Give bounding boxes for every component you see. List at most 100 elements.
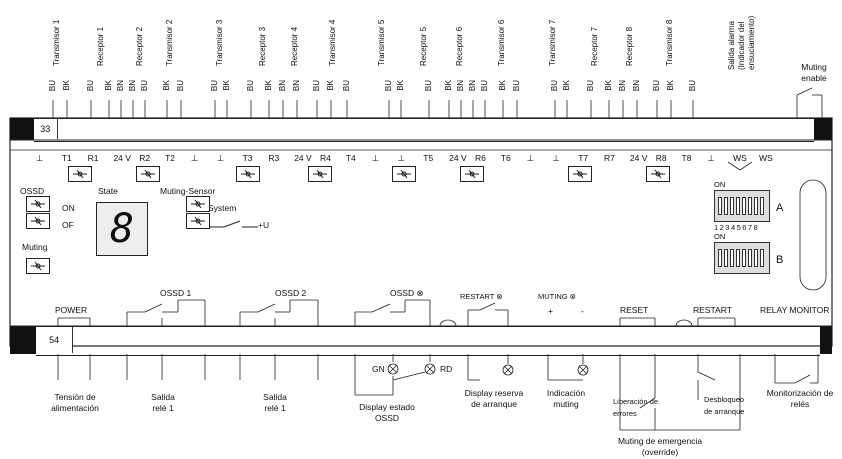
dip-switch-lever[interactable] — [748, 249, 752, 267]
wire-color-label: BK — [162, 80, 171, 91]
dip-switch-lever[interactable] — [730, 197, 734, 215]
wire-label: Transmisor 3 — [215, 19, 224, 66]
dip-switch-lever[interactable] — [724, 197, 728, 215]
dip-switch-lever[interactable] — [742, 197, 746, 215]
wire-color-label: BU — [342, 80, 351, 92]
desbloqueo-label: Desbloqueo de arranque — [704, 395, 745, 416]
reset-header: RESET — [620, 305, 649, 315]
wire-color-label: BU — [140, 80, 149, 92]
terminal-sublabel: T2 — [165, 153, 176, 163]
wire-color-label: BK — [498, 80, 507, 91]
dip-switch-lever[interactable] — [718, 249, 722, 267]
ossd3-header: OSSD ⊗ — [390, 288, 424, 298]
dip-switch-a[interactable] — [714, 190, 770, 222]
notch-icon — [439, 319, 457, 327]
wire-color-label: BU — [176, 80, 185, 92]
terminal-sublabel: T5 — [423, 153, 434, 163]
terminal-sublabel: T4 — [345, 153, 356, 163]
wire-label: Transmisor 8 — [665, 19, 674, 66]
dip-switch-lever[interactable] — [730, 249, 734, 267]
dip-switch-lever[interactable] — [724, 249, 728, 267]
wire-label: Transmisor 4 — [328, 19, 337, 66]
dip-b-label: B — [776, 254, 784, 266]
wire-color-label: BU — [688, 80, 697, 92]
wire-color-label: BU — [246, 80, 255, 92]
wire-color-label: BU — [550, 80, 559, 92]
wire-label: Receptor 2 — [135, 26, 144, 66]
sensor-symbol-icon — [460, 166, 484, 182]
terminal-sublabel: R3 — [268, 153, 280, 163]
muting-indicator-header: MUTING ⊗ — [538, 292, 576, 301]
wire-color-label: BU — [210, 80, 219, 92]
wire-color-label: BN — [456, 80, 465, 92]
sensor-symbol-icon — [236, 166, 260, 182]
terminal-sublabel: R6 — [474, 153, 486, 163]
terminal-sublabel: WS — [733, 153, 747, 163]
wire-color-label: BN — [292, 80, 301, 92]
dip-switch-lever[interactable] — [736, 249, 740, 267]
muting-emergencia-label: Muting de emergencia (override) — [617, 436, 703, 457]
wire-label: Receptor 8 — [625, 26, 634, 66]
dip-switch-b[interactable] — [714, 242, 770, 274]
dip-switch-lever[interactable] — [754, 249, 758, 267]
switch-symbol-icon — [210, 220, 258, 228]
terminal-sublabel: T3 — [242, 153, 253, 163]
wire-color-label: BN — [116, 80, 125, 92]
wire-label: Transmisor 5 — [377, 19, 386, 66]
wire-label: Receptor 6 — [455, 26, 464, 66]
terminal-sublabel: ⊥ — [397, 153, 405, 163]
monitorizacion-label: Monitorización de relés — [766, 388, 834, 409]
terminal-sublabel: 24 V — [449, 153, 467, 163]
dip-a-numbers: 1 2 3 4 5 6 7 8 — [714, 223, 758, 232]
wire-label: Salida alarma (Indicador del ensuciamien… — [727, 15, 756, 70]
display-ossd-label: Display estado OSSD — [359, 402, 415, 423]
wire-color-label: BU — [424, 80, 433, 92]
terminal-sublabel: ⊥ — [707, 153, 715, 163]
sensor-symbol-icon — [26, 258, 50, 274]
muting-label: Muting — [22, 242, 48, 252]
wire-color-label: BU — [480, 80, 489, 92]
wire-color-label: BK — [444, 80, 453, 91]
terminal-sublabel: ⊥ — [216, 153, 225, 163]
wire-color-label: BK — [222, 80, 231, 91]
terminal-54: 54 — [36, 327, 74, 353]
wire-color-label: BN — [468, 80, 477, 92]
wire-color-label: BU — [86, 80, 95, 92]
bottom-terminal-strip: 3435363738394041424344454647484950515253… — [36, 326, 820, 356]
wire-color-label: BU — [312, 80, 321, 92]
salida-rele-2-label: Salida relé 1 — [263, 392, 287, 413]
wire-color-label: BU — [586, 80, 595, 92]
salida-rele-1-label: Salida relé 1 — [151, 392, 175, 413]
dip-switch-lever[interactable] — [748, 197, 752, 215]
terminal-sublabel: R7 — [604, 153, 615, 163]
dip-switch-lever[interactable] — [718, 197, 722, 215]
dip-switch-lever[interactable] — [754, 197, 758, 215]
wire-color-label: BK — [666, 80, 675, 91]
wire-color-label: BU — [48, 80, 57, 92]
wire-label: Transmisor 6 — [497, 19, 506, 66]
dip-switch-lever[interactable] — [760, 197, 764, 215]
wire-color-label: BK — [104, 80, 113, 91]
dip-switch-lever[interactable] — [736, 197, 740, 215]
sensor-symbol-icon — [308, 166, 332, 182]
top-terminal-strip: 1234567891011121314151617181920212223242… — [34, 118, 814, 142]
sensor-symbol-icon — [568, 166, 592, 182]
state-display: 8 — [96, 202, 148, 256]
wire-label: Transmisor 7 — [548, 19, 557, 66]
display-reserva-label: Display reserva de arranque — [464, 388, 524, 409]
terminal-sublabel: 24 V — [294, 153, 312, 163]
terminal-sublabel: R1 — [87, 153, 99, 163]
terminal-sublabel: ⊥ — [190, 153, 199, 163]
ossd1-header: OSSD 1 — [160, 288, 192, 298]
terminal-sublabel: T7 — [578, 153, 589, 163]
wire-color-label: BK — [396, 80, 405, 91]
wire-color-label: BK — [326, 80, 335, 91]
dip-switch-lever[interactable] — [742, 249, 746, 267]
terminal-sublabel: R8 — [655, 153, 667, 163]
terminal-sublabel: R2 — [139, 153, 151, 163]
dip-switch-lever[interactable] — [760, 249, 764, 267]
wire-color-label: BK — [562, 80, 571, 91]
terminal-sublabel: WS — [758, 153, 773, 163]
plus-u-label: +U — [258, 220, 270, 230]
